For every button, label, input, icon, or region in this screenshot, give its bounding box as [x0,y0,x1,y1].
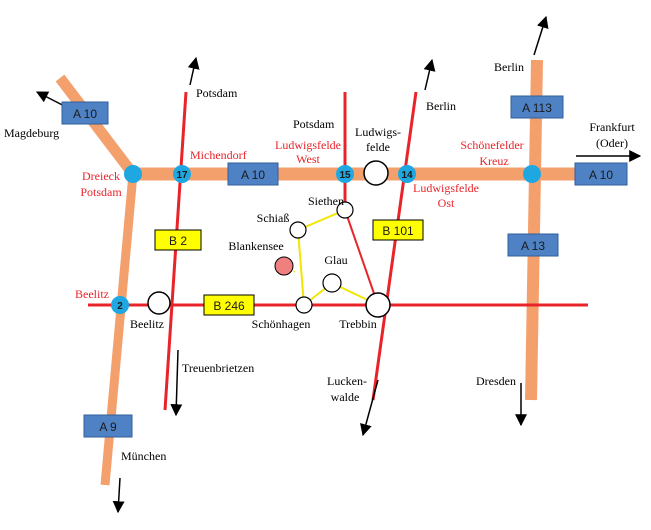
shield-b246-label: B 246 [213,299,245,313]
label-schoenefelder-kreuz-1: Schönefelder [460,138,523,152]
label-luckenwalde-2: walde [331,390,360,404]
shield-a13-label: A 13 [521,239,545,253]
shield-b101: B 101 [372,219,424,241]
label-berlin-b101: Berlin [426,99,456,113]
junction-beelitz: 2 [111,296,129,314]
label-beelitz-junction: Beelitz [75,287,109,301]
exit-number-14: 14 [401,170,413,181]
shield-a9: A 9 [83,414,133,438]
town-ludwigsfelde [363,160,389,186]
label-siethen: Siethen [308,194,344,208]
label-beelitz-town: Beelitz [130,317,164,331]
shield-a10-center: A 10 [227,162,279,186]
shield-a113: A 113 [510,95,564,119]
a10-toward-magdeburg [55,74,138,178]
junction-schoenefelder-kreuz [523,165,541,183]
label-ludwigsfelde-west-2: West [296,152,320,166]
town-schiass [289,221,307,239]
shield-a13: A 13 [507,233,559,257]
label-schoenefelder-kreuz-2: Kreuz [479,154,508,168]
label-frankfurt-2: (Oder) [596,136,628,150]
local-road-schiass-schoenhagen [297,229,305,306]
label-ludwigsfelde-2: felde [366,140,390,154]
shield-a10-east: A 10 [574,162,628,186]
label-treuenbrietzen: Treuenbrietzen [182,361,254,375]
arrow-luckenwalde [360,379,379,437]
label-blankensee: Blankensee [228,239,283,253]
shield-a113-label: A 113 [522,101,552,115]
arrow-muenchen [112,477,125,514]
label-dresden: Dresden [476,374,516,388]
a9-road [100,173,138,486]
label-ludwigsfelde-ost-1: Ludwigsfelde [413,181,479,195]
town-beelitz [147,291,171,315]
exit-number-17: 17 [176,170,188,181]
label-ludwigsfelde-ost-2: Ost [438,196,455,210]
junction-michendorf: 17 [173,165,191,183]
junction-ludwigsfelde-west: 15 [336,165,354,183]
town-glau [322,273,342,293]
label-potsdam-b101: Potsdam [293,117,335,131]
arrow-treuenbrietzen [170,349,183,417]
label-frankfurt-1: Frankfurt [589,120,635,134]
arrow-berlin-b101 [423,58,436,91]
label-potsdam-north: Potsdam [196,86,238,100]
label-ludwigsfelde-1: Ludwigs- [355,125,401,139]
shield-b2: B 2 [154,229,202,251]
label-michendorf: Michendorf [190,148,247,162]
siethen-trebbin-road [344,209,379,306]
shield-b246: B 246 [203,294,255,316]
shield-a10-center-label: A 10 [241,168,265,182]
town-siethen [336,201,354,219]
label-trebbin: Trebbin [339,317,377,331]
label-luckenwalde-1: Lucken- [327,374,367,388]
label-muenchen: München [121,449,166,463]
shield-b101-label: B 101 [382,224,414,238]
town-blankensee [274,256,294,276]
exit-number-2: 2 [117,301,123,312]
shield-a10-west-label: A 10 [73,107,97,121]
town-trebbin [365,292,391,318]
junction-dreieck-potsdam [124,165,142,183]
exit-number-15: 15 [339,170,351,181]
b101-road [371,91,418,401]
b2-road [163,91,188,411]
label-dreieck-potsdam-2: Potsdam [80,185,122,199]
shield-a10-east-label: A 10 [589,168,613,182]
label-dreieck-potsdam-1: Dreieck [82,169,120,183]
label-schiass: Schiaß [257,211,290,225]
junction-ludwigsfelde-ost: 14 [398,165,416,183]
label-ludwigsfelde-west-1: Ludwigsfelde [275,138,341,152]
label-schoenhagen: Schönhagen [252,317,311,331]
shield-a9-label: A 9 [99,420,117,434]
label-berlin-a113: Berlin [494,60,524,74]
label-magdeburg: Magdeburg [4,126,59,140]
shield-a10-west: A 10 [61,101,109,125]
label-glau: Glau [324,253,347,267]
arrow-potsdam-north [187,56,200,86]
town-schoenhagen [295,296,313,314]
arrow-berlin-a113 [533,15,549,56]
shield-b2-label: B 2 [169,234,187,248]
